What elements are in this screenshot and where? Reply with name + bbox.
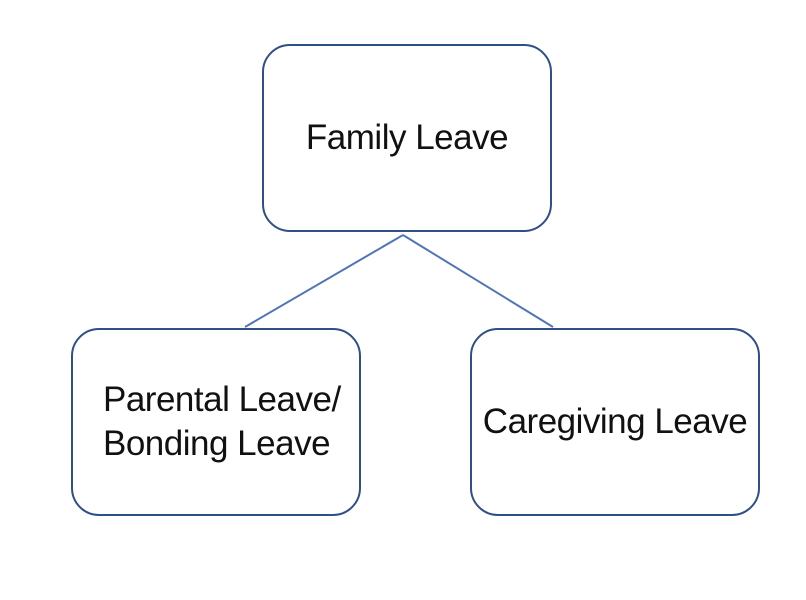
connector-root-to-parental-leave — [244, 234, 404, 328]
family-leave-label: Family Leave — [305, 118, 509, 158]
family-leave-node: Family Leave — [262, 44, 552, 232]
caregiving-leave-node: Caregiving Leave — [470, 328, 760, 516]
parental-bonding-leave-node: Parental Leave/ Bonding Leave — [71, 328, 361, 516]
parental-leave-label-line: Parental Leave/ — [103, 380, 341, 420]
caregiving-leave-label: Caregiving Leave — [482, 402, 748, 442]
connector-root-to-caregiving-leave — [402, 234, 554, 328]
parental-bonding-leave-label: Parental Leave/ Bonding Leave — [103, 378, 341, 466]
bonding-leave-label-line: Bonding Leave — [103, 424, 331, 463]
